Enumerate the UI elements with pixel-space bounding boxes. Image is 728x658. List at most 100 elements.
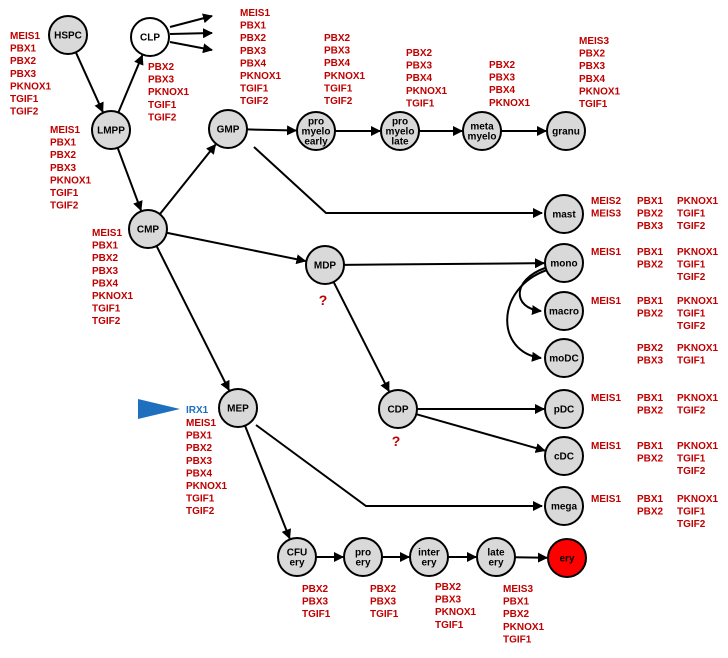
pointer-triangle-icon [138, 399, 180, 419]
edge-clp-fan-3 [170, 42, 212, 50]
node-label: macro [549, 307, 579, 318]
gene-label: PBX3 [370, 597, 397, 608]
gene-label: PBX2 [406, 48, 433, 59]
edge-lmpp-cmp [118, 148, 141, 210]
node-pdc: pDC [545, 390, 583, 428]
gene-label: PKNOX1 [10, 81, 52, 92]
gene-label: MEIS1 [591, 441, 621, 452]
gene-label: PBX1 [186, 431, 213, 442]
gene-label: TGIF1 [677, 507, 706, 518]
gene-label: PBX2 [637, 454, 664, 465]
node-label: CMP [137, 225, 160, 236]
node-granu: granu [547, 112, 585, 150]
gene-label: PKNOX1 [677, 441, 719, 452]
node-mega: mega [545, 487, 583, 525]
gene-label: PKNOX1 [579, 86, 621, 97]
gene-label: PBX2 [579, 49, 606, 60]
gene-label: PBX2 [503, 609, 530, 620]
gene-label: PBX2 [637, 406, 664, 417]
node-label: CLP [140, 33, 160, 44]
gene-label: TGIF2 [10, 107, 39, 118]
gene-label: TGIF2 [677, 466, 706, 477]
node-modc: moDC [545, 339, 583, 377]
gene-label: PBX3 [406, 61, 433, 72]
gene-label: PBX3 [302, 597, 329, 608]
gene-label: PBX2 [50, 150, 77, 161]
gene-label: PKNOX1 [406, 86, 448, 97]
gene-label: PBX4 [92, 278, 119, 289]
gene-label: PBX3 [240, 46, 267, 57]
gene-label: TGIF2 [92, 316, 121, 327]
gene-label: PBX3 [489, 73, 516, 84]
gene-label: MEIS1 [591, 393, 621, 404]
gene-label: MEIS3 [503, 584, 533, 595]
gene-label: TGIF1 [677, 260, 706, 271]
gene-label: TGIF1 [503, 634, 532, 645]
gene-label: PBX2 [637, 507, 664, 518]
edge-lmpp-clp [118, 55, 142, 112]
gene-label: TGIF2 [677, 272, 706, 283]
edge-cmp-gmp [160, 145, 216, 215]
gene-label: TGIF1 [50, 188, 79, 199]
gene-label: PBX1 [240, 21, 267, 32]
gene-label: PBX1 [637, 494, 664, 505]
gene-label: PKNOX1 [489, 98, 531, 109]
gene-label: TGIF1 [677, 309, 706, 320]
gene-label: TGIF2 [677, 519, 706, 530]
gene-label: PBX3 [92, 266, 119, 277]
gene-label: PBX3 [10, 69, 37, 80]
edge-cdp-cdc [416, 414, 544, 450]
node-label: pDC [554, 405, 575, 416]
gene-label: MEIS1 [10, 31, 40, 42]
gene-label: PBX2 [637, 260, 664, 271]
edge-mdp-cdp [334, 282, 389, 391]
gene-label: MEIS3 [591, 209, 621, 220]
gene-label: PBX4 [324, 58, 351, 69]
node-label: ery [559, 554, 574, 565]
gene-label: TGIF1 [579, 99, 608, 110]
gene-label: TGIF1 [677, 209, 706, 220]
node-clp: CLP [131, 18, 169, 56]
gene-label: PBX2 [324, 33, 351, 44]
gene-label: MEIS1 [591, 247, 621, 258]
node-gmp: GMP [209, 110, 247, 148]
gene-label: PBX3 [435, 595, 462, 606]
gene-list-mega-1: MEIS1 [591, 494, 621, 505]
gene-label: PBX1 [503, 597, 530, 608]
gene-label: TGIF1 [240, 84, 269, 95]
gene-label: TGIF2 [677, 406, 706, 417]
edge-cmp-mdp [167, 233, 306, 261]
gene-label: PKNOX1 [324, 71, 366, 82]
node-label: cDC [554, 452, 574, 463]
gene-label: TGIF2 [50, 201, 79, 212]
edge-mep-cfu-ery [245, 426, 290, 539]
edge-mdp-mono [344, 263, 544, 265]
gene-label: MEIS3 [579, 36, 609, 47]
gene-label: PBX2 [10, 56, 37, 67]
gene-label: PBX3 [637, 221, 664, 232]
edge-clp-fan-2 [170, 33, 212, 34]
gene-label: TGIF2 [148, 112, 177, 123]
node-label: late [391, 137, 409, 148]
gene-label: TGIF1 [324, 83, 353, 94]
gene-label: PKNOX1 [677, 196, 719, 207]
edge-gmp-mast [254, 147, 542, 213]
node-label: myelo [468, 132, 497, 143]
gene-label: PBX1 [637, 247, 664, 258]
